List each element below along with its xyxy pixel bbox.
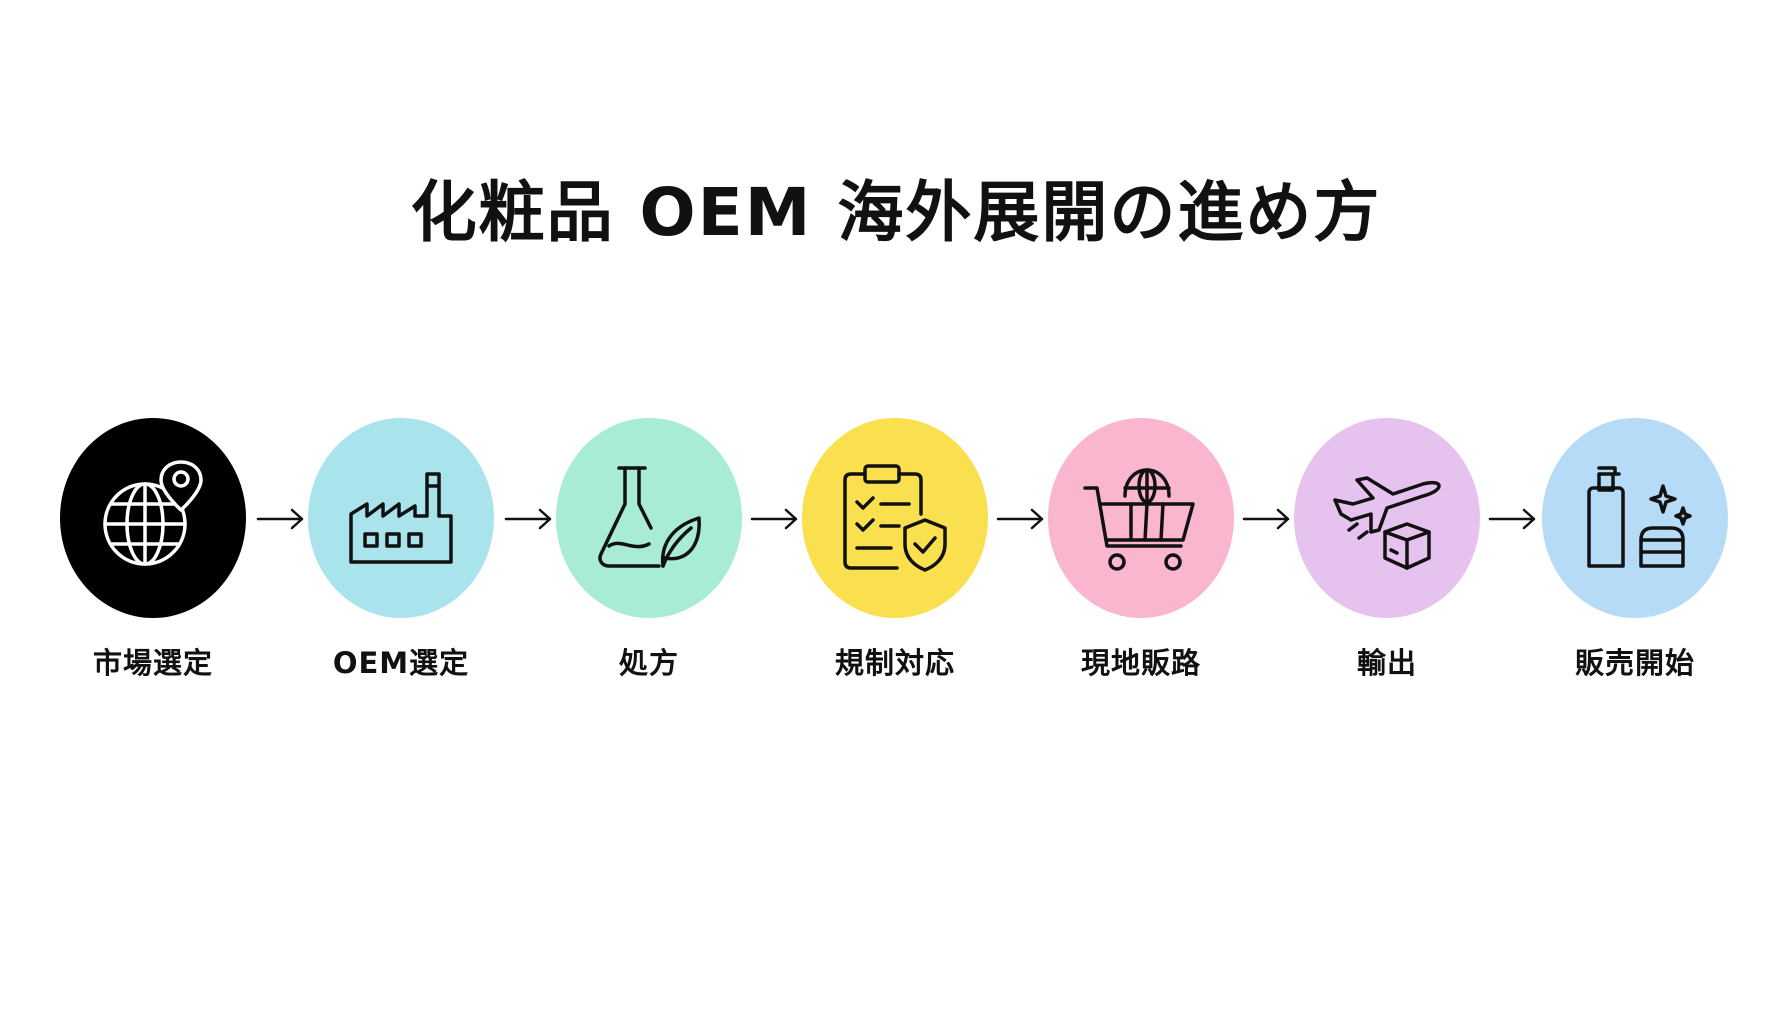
airplane-box-icon [1333, 476, 1441, 570]
shopping-cart-globe-icon [1083, 468, 1195, 571]
factory-icon [349, 472, 453, 564]
step-label: 市場選定 [92, 646, 213, 680]
step-circle [308, 418, 494, 618]
step-label: 販売開始 [1574, 646, 1695, 680]
step-label: 規制対応 [834, 646, 955, 680]
step-circle [1542, 418, 1728, 618]
step-label: 現地販路 [1080, 646, 1201, 680]
globe-location-pin-icon [103, 460, 203, 566]
step-label: OEM選定 [332, 646, 470, 680]
arrow-icon [748, 502, 800, 534]
cosmetic-bottle-jar-icon [1587, 466, 1692, 568]
clipboard-shield-check-icon [843, 464, 947, 572]
step-circle [1048, 418, 1234, 618]
arrow-icon [254, 502, 306, 534]
step-circle [60, 418, 246, 618]
arrow-icon [1486, 502, 1538, 534]
page-title: 化粧品 OEM 海外展開の進め方 [410, 174, 1382, 251]
arrow-icon [502, 502, 554, 534]
step-label: 処方 [618, 646, 679, 680]
step-circle [556, 418, 742, 618]
flask-leaf-icon [598, 466, 701, 568]
arrow-icon [994, 502, 1046, 534]
arrow-icon [1240, 502, 1292, 534]
step-label: 輸出 [1356, 646, 1417, 680]
step-circle [802, 418, 988, 618]
step-circle [1294, 418, 1480, 618]
